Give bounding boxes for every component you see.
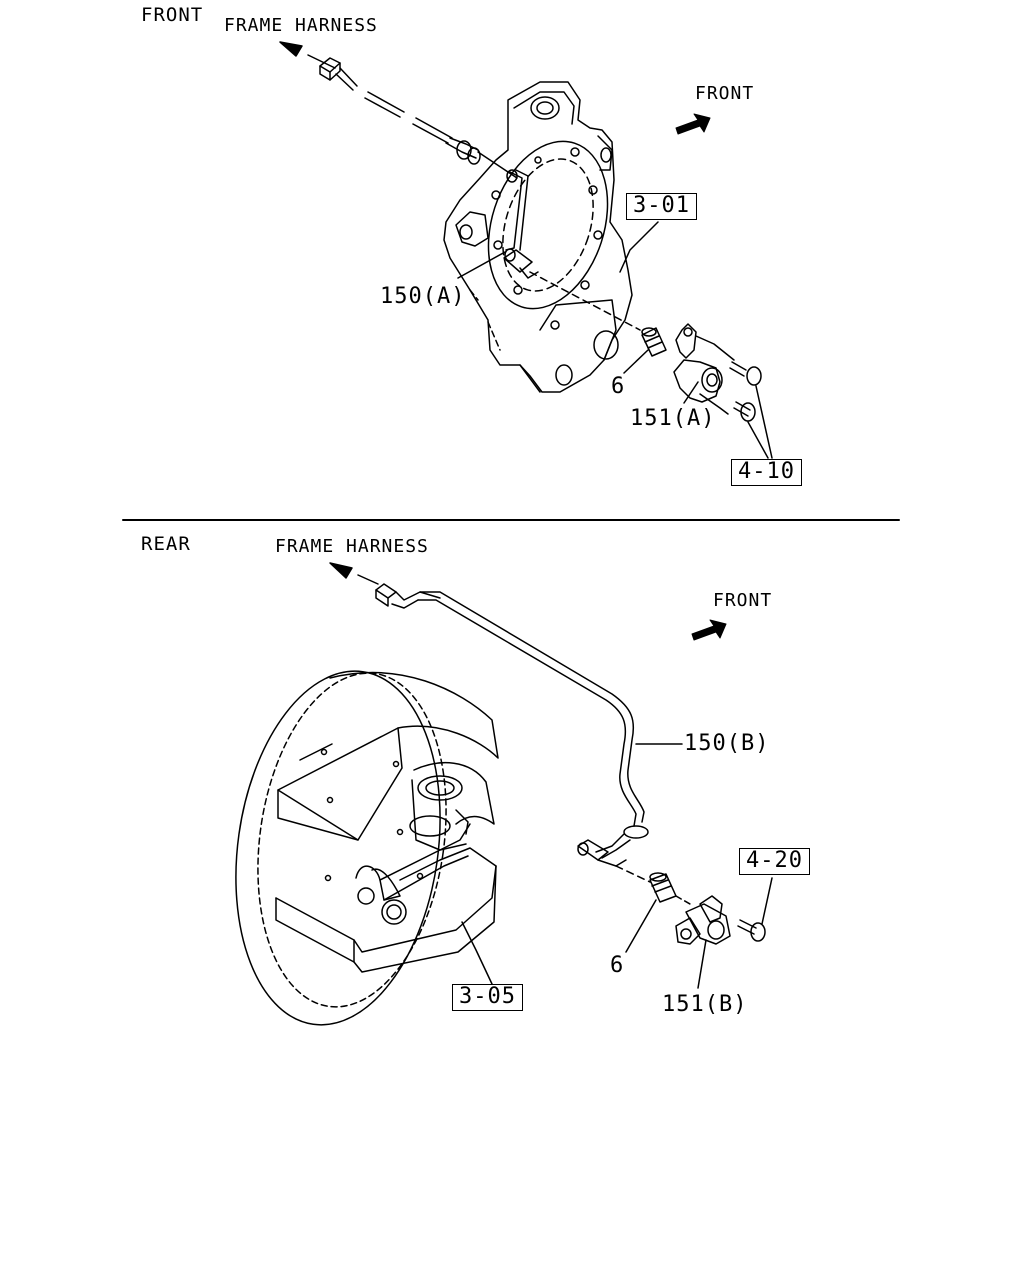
- rear-harness-arrow-icon: [329, 562, 379, 585]
- front-bolts-drawing: [729, 361, 773, 459]
- leader-front-sleeve: [623, 349, 649, 374]
- rear-sleeve-part-label[interactable]: 6: [610, 953, 625, 978]
- rear-section-title: REAR: [141, 533, 191, 555]
- leader-front-sensor: [457, 251, 506, 279]
- front-bolts-ref-box[interactable]: 4-10: [731, 459, 802, 486]
- front-sensor-cable: [319, 57, 529, 251]
- front-sensor-part-label[interactable]: 150(A): [380, 284, 466, 309]
- front-assembly-ref-box[interactable]: 3-01: [626, 193, 697, 220]
- leader-rear-sleeve: [625, 899, 657, 953]
- front-section-title: FRONT: [141, 4, 204, 26]
- rear-direction-arrow-icon: [691, 619, 727, 641]
- leader-front-assembly: [619, 221, 659, 273]
- rear-bolt-ref-box[interactable]: 4-20: [739, 848, 810, 875]
- front-sleeve-drawing: [641, 327, 667, 357]
- front-frame-harness-label: FRAME HARNESS: [224, 15, 378, 36]
- rear-assembly-drawing: [235, 562, 773, 1026]
- rear-assembly-ref-box[interactable]: 3-05: [452, 984, 523, 1011]
- front-direction-label: FRONT: [695, 83, 755, 104]
- leader-rear-bracket: [697, 939, 707, 989]
- rear-bracket-part-label[interactable]: 151(B): [662, 992, 748, 1017]
- front-sleeve-part-label[interactable]: 6: [611, 374, 626, 399]
- front-harness-arrow-icon: [279, 41, 336, 69]
- rear-direction-label: FRONT: [713, 590, 773, 611]
- front-assembly-drawing: [279, 41, 773, 459]
- rear-frame-harness-label: FRAME HARNESS: [275, 536, 429, 557]
- rear-sleeve-drawing: [649, 872, 691, 905]
- rear-sensor-cable: [375, 583, 649, 859]
- rear-bracket-drawing: [675, 895, 731, 945]
- front-sensor-head: [503, 248, 641, 331]
- front-direction-arrow-icon: [675, 113, 711, 135]
- leader-rear-assembly: [461, 921, 493, 985]
- front-knuckle-drawing: [443, 81, 633, 393]
- leader-front-bracket: [683, 381, 699, 404]
- rear-sensor-part-label[interactable]: 150(B): [684, 731, 770, 756]
- rear-bolt-drawing: [737, 877, 773, 942]
- rear-sensor-head: [577, 839, 651, 883]
- front-bracket-drawing: [673, 323, 735, 415]
- rear-brake-drum-drawing: [235, 670, 499, 1026]
- front-bracket-part-label[interactable]: 151(A): [630, 406, 716, 431]
